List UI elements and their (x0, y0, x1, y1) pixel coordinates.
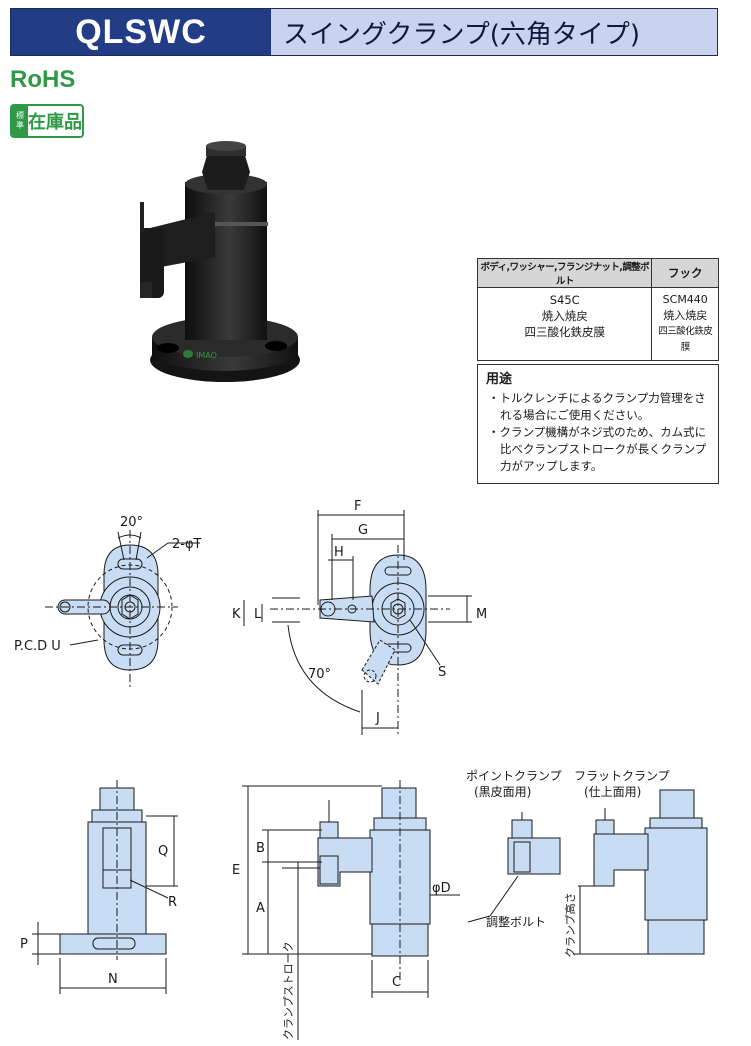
material-header-hook: フック (651, 258, 719, 288)
product-code: QLSWC (11, 9, 271, 55)
dim-L: L (254, 607, 262, 622)
product-title: スイングクランプ(六角タイプ) (271, 9, 717, 55)
dim-P: P (20, 937, 28, 952)
dim-B: B (256, 841, 265, 856)
point-clamp-detail (467, 812, 561, 923)
flat-clamp-detail (574, 789, 708, 955)
side-view-left (32, 780, 178, 994)
usage-heading: 用途 (486, 372, 513, 387)
stock-badge-label: 在庫品 (28, 112, 82, 133)
holes-label: 2-φT (172, 537, 202, 552)
dim-C: C (392, 975, 401, 990)
material-hook-cell: SCM440 焼入焼戻 四三酸化鉄皮膜 (651, 287, 719, 361)
standard-stock-badge: 標 準 在庫品 (10, 104, 84, 138)
material-header-body: ボディ,ワッシャー,フランジナット,調整ボルト (476, 258, 653, 288)
photo-logo: IMAO (196, 351, 217, 360)
material-table: ボディ,ワッシャー,フランジナット,調整ボルト フック S45C 焼入焼戻 四三… (476, 258, 719, 361)
dim-phiD: φD (432, 881, 451, 896)
clamp-height-label: クランプ高さ (563, 892, 577, 958)
dim-S: S (438, 665, 446, 680)
side-view-right (242, 780, 460, 1040)
header-bar: QLSWC スイングクランプ(六角タイプ) (10, 8, 718, 56)
product-photo: IMAO (140, 141, 300, 382)
dim-R: R (168, 895, 177, 910)
dim-M: M (476, 607, 487, 622)
usage-box: 用途 ・トルクレンチによるクランプ力管理をされる場合にご使用ください。 ・クラン… (477, 364, 719, 484)
table-row: S45C 焼入焼戻 四三酸化鉄皮膜 SCM440 焼入焼戻 四三酸化鉄皮膜 (476, 287, 719, 361)
dim-F: F (354, 499, 361, 514)
top-view-left (45, 530, 200, 690)
stock-badge-small: 標 準 (12, 106, 28, 136)
usage-item: ・トルクレンチによるクランプ力管理をされる場合にご使用ください。 (488, 391, 706, 422)
angle-70-label: 70° (308, 667, 331, 682)
usage-item: ・クランプ機構がネジ式のため、カム式に比べクランプストロークが長くクランプ力がア… (488, 425, 707, 473)
dim-K: K (232, 607, 241, 622)
angle-20-label: 20° (120, 515, 143, 530)
material-body-cell: S45C 焼入焼戻 四三酸化鉄皮膜 (476, 287, 653, 361)
dim-J: J (375, 711, 380, 726)
dim-E: E (232, 863, 240, 878)
dim-G: G (358, 523, 368, 538)
dim-A: A (256, 901, 265, 916)
clamp-stroke-label: クランプストローク (282, 941, 295, 1040)
top-view-right (243, 510, 472, 735)
dim-Q: Q (158, 844, 168, 859)
flat-clamp-title: フラットクランプ (574, 769, 670, 783)
point-clamp-sub: (黒皮面用) (474, 785, 531, 799)
point-clamp-title: ポイントクランプ (466, 769, 562, 783)
rohs-badge: RoHS (10, 66, 76, 93)
adjusting-bolt-label: 調整ボルト (486, 914, 546, 929)
flat-clamp-sub: (仕上面用) (584, 785, 641, 799)
dim-N: N (108, 972, 118, 987)
dim-H: H (334, 545, 344, 560)
pcd-label: P.C.D U (14, 639, 61, 654)
